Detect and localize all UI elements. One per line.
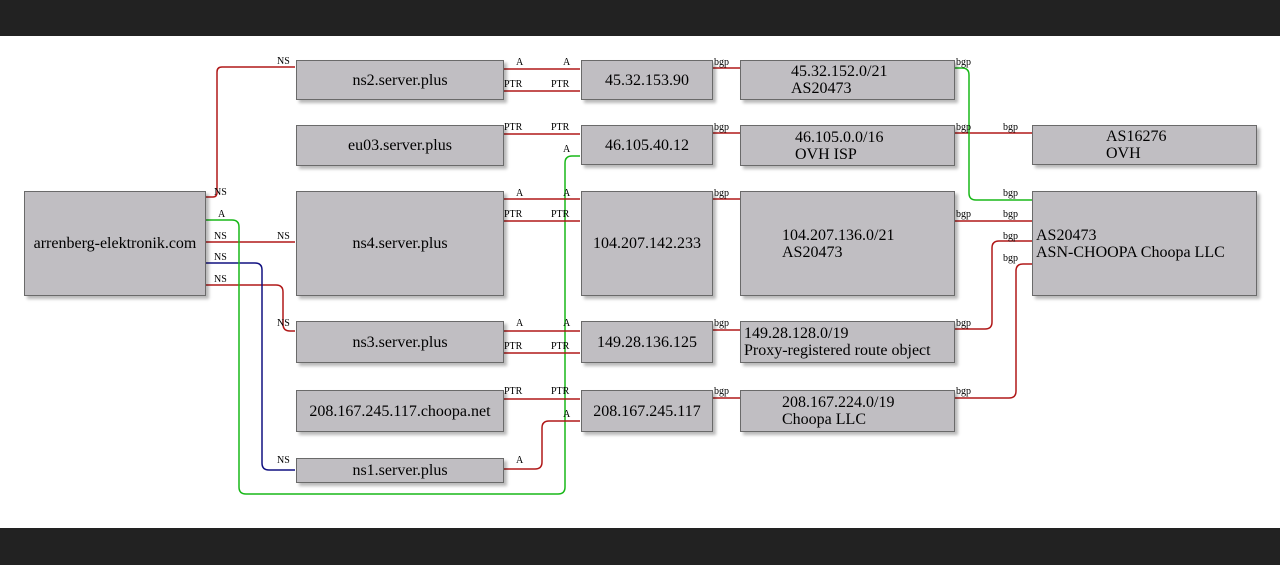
edge-label-a-ns4-out: A <box>516 188 524 199</box>
node-eu03[interactable]: eu03.server.plus <box>296 125 504 166</box>
edge-label-ptr-ns4-in: PTR <box>551 209 570 220</box>
edge-label-a-ns2-out: A <box>516 57 524 68</box>
edge-layer <box>206 66 1032 495</box>
edge-label-bgp-as20473-a: bgp <box>1003 188 1018 199</box>
node-ip-104-label: 104.207.142.233 <box>593 235 701 252</box>
edge-label-bgp-as20473-b: bgp <box>1003 209 1018 220</box>
node-net-46-label: 46.105.0.0/16 OVH ISP <box>795 128 884 163</box>
edge-label-a-ip46: A <box>563 144 571 155</box>
node-net-104-label: 104.207.136.0/21 AS20473 <box>782 226 895 261</box>
node-ip-46[interactable]: 46.105.40.12 <box>581 125 713 165</box>
edge-label-ns-domain-top: NS <box>214 187 227 198</box>
edge-net208-as20473 <box>955 263 1032 399</box>
edge-label-bgp-as20473-c: bgp <box>1003 231 1018 242</box>
edge-label-ns-domain-ns1: NS <box>214 252 227 263</box>
node-net-149-label: 149.28.128.0/19 Proxy-registered route o… <box>744 325 931 359</box>
node-ip-45-label: 45.32.153.90 <box>605 71 689 89</box>
edge-label-a-domain: A <box>218 209 226 220</box>
bottom-letterbox-bar <box>0 528 1280 565</box>
edge-label-ns-ns2: NS <box>277 56 290 67</box>
node-ns1[interactable]: ns1.server.plus <box>296 458 504 483</box>
edge-label-ns-ns4: NS <box>277 231 290 242</box>
node-net-149[interactable]: 149.28.128.0/19 Proxy-registered route o… <box>740 321 955 363</box>
edge-net45-as20473 <box>955 67 1032 201</box>
edge-domain-ns3 <box>206 284 295 332</box>
edge-label-bgp-net45: bgp <box>956 57 971 68</box>
edge-domain-ns2 <box>206 66 295 198</box>
edge-label-ptr-eu03-in: PTR <box>551 122 570 133</box>
edge-label-ptr-ns3-in: PTR <box>551 341 570 352</box>
node-ip-149[interactable]: 149.28.136.125 <box>581 321 713 363</box>
edge-label-bgp-ip46: bgp <box>714 122 729 133</box>
edge-label-ptr-eu03-out: PTR <box>504 122 523 133</box>
edge-label-ptr-choopa-in: PTR <box>551 386 570 397</box>
edge-label-bgp-net46: bgp <box>956 122 971 133</box>
edge-label-a-ip208: A <box>563 409 571 420</box>
node-net-208[interactable]: 208.167.224.0/19 Choopa LLC <box>740 390 955 432</box>
edge-label-a-ns4-in: A <box>563 188 571 199</box>
edge-ns1-a <box>504 420 580 470</box>
edge-domain-ns1 <box>206 262 295 471</box>
node-domain[interactable]: arrenberg-elektronik.com <box>24 191 206 296</box>
edge-label-ptr-choopa-out: PTR <box>504 386 523 397</box>
edge-label-bgp-as16276: bgp <box>1003 122 1018 133</box>
dns-graph-canvas: arrenberg-elektronik.com ns2.server.plus… <box>0 36 1280 528</box>
node-domain-label: arrenberg-elektronik.com <box>33 235 197 252</box>
node-eu03-label: eu03.server.plus <box>348 137 452 154</box>
node-ip-149-label: 149.28.136.125 <box>597 333 697 351</box>
edge-label-ns-ns3: NS <box>277 318 290 329</box>
node-as20473-label: AS20473 ASN-CHOOPA Choopa LLC <box>1036 226 1225 261</box>
node-choopa-host[interactable]: 208.167.245.117.choopa.net <box>296 390 504 432</box>
edge-label-ptr-ns2-out: PTR <box>504 79 523 90</box>
edge-label-bgp-net104: bgp <box>956 209 971 220</box>
edge-label-ns-ns1: NS <box>277 455 290 466</box>
node-net-46[interactable]: 46.105.0.0/16 OVH ISP <box>740 125 955 166</box>
node-net-104[interactable]: 104.207.136.0/21 AS20473 <box>740 191 955 296</box>
node-ns2-label: ns2.server.plus <box>352 71 448 89</box>
edge-label-a-ns3-in: A <box>563 318 571 329</box>
edge-label-a-ns3-out: A <box>516 318 524 329</box>
node-ns4-label: ns4.server.plus <box>352 235 448 252</box>
node-choopa-host-label: 208.167.245.117.choopa.net <box>309 402 491 420</box>
node-ns2[interactable]: ns2.server.plus <box>296 60 504 100</box>
node-ip-46-label: 46.105.40.12 <box>605 136 689 154</box>
node-ip-208-label: 208.167.245.117 <box>593 402 701 420</box>
node-ip-208[interactable]: 208.167.245.117 <box>581 390 713 432</box>
node-as20473[interactable]: AS20473 ASN-CHOOPA Choopa LLC <box>1032 191 1257 296</box>
node-ns1-label: ns1.server.plus <box>352 462 448 479</box>
node-net-208-label: 208.167.224.0/19 Choopa LLC <box>782 394 895 428</box>
edge-label-ns-domain-ns3: NS <box>214 274 227 285</box>
edge-label-ptr-ns3-out: PTR <box>504 341 523 352</box>
edge-label-bgp-ip149: bgp <box>714 318 729 329</box>
edge-label-bgp-ip208: bgp <box>714 386 729 397</box>
edge-domain-ip46 <box>206 155 580 495</box>
top-letterbox-bar <box>0 0 1280 36</box>
node-net-45[interactable]: 45.32.152.0/21 AS20473 <box>740 60 955 100</box>
edge-label-bgp-ip45: bgp <box>714 57 729 68</box>
edge-label-ptr-ns4-out: PTR <box>504 209 523 220</box>
node-as16276-label: AS16276 OVH <box>1106 128 1167 162</box>
node-ns3-label: ns3.server.plus <box>352 333 448 351</box>
edge-label-bgp-net208: bgp <box>956 386 971 397</box>
edge-label-bgp-ip104: bgp <box>714 188 729 199</box>
edge-label-bgp-as20473-d: bgp <box>1003 253 1018 264</box>
node-as16276[interactable]: AS16276 OVH <box>1032 125 1257 165</box>
edge-label-ptr-ns2-in: PTR <box>551 79 570 90</box>
node-ip-104[interactable]: 104.207.142.233 <box>581 191 713 296</box>
edge-label-ns-domain-ns4: NS <box>214 231 227 242</box>
node-ns4[interactable]: ns4.server.plus <box>296 191 504 296</box>
node-ns3[interactable]: ns3.server.plus <box>296 321 504 363</box>
edge-label-a-ns1: A <box>516 455 524 466</box>
edge-label-bgp-net149: bgp <box>956 318 971 329</box>
edge-label-a-ns2-in: A <box>563 57 571 68</box>
edge-net149-as20473 <box>955 240 1032 330</box>
node-ip-45[interactable]: 45.32.153.90 <box>581 60 713 100</box>
node-net-45-label: 45.32.152.0/21 AS20473 <box>791 63 888 97</box>
